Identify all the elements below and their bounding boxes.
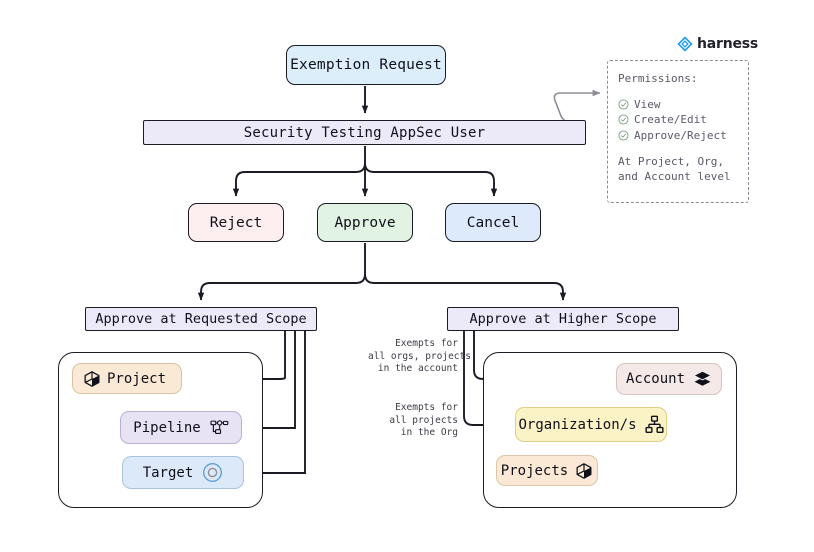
node-approve-at-higher-scope[interactable]: Approve at Higher Scope [447,307,679,331]
permission-item-create-edit: Create/Edit [618,112,740,128]
chip-target[interactable]: Target [122,456,244,489]
harness-diamond-icon [677,36,693,52]
chip-label: Pipeline [133,419,201,436]
chip-project[interactable]: Project [72,363,182,394]
permissions-title: Permissions: [618,72,698,85]
check-circle-icon [618,99,629,110]
cube-icon [575,462,593,480]
chip-label: Projects [500,462,569,479]
chip-projects[interactable]: Projects [496,455,598,486]
chip-account[interactable]: Account [616,363,722,395]
node-approve-at-requested-scope[interactable]: Approve at Requested Scope [85,307,317,331]
permissions-footer: At Project, Org, and Account level [618,154,740,184]
pipeline-icon [210,419,229,436]
brand-name: harness [697,36,759,52]
node-approve[interactable]: Approve [317,203,413,242]
node-reject[interactable]: Reject [188,203,284,242]
brand-logo: harness [677,36,758,52]
cube-icon [83,370,101,388]
permission-item-approve-reject: Approve/Reject [618,128,740,144]
target-icon [202,462,223,483]
chip-organizations[interactable]: Organization/s [515,407,667,442]
layers-icon [693,370,712,389]
check-circle-icon [618,114,629,125]
node-exemption-request[interactable]: Exemption Request [286,45,446,85]
node-cancel[interactable]: Cancel [445,203,541,242]
chip-label: Project [107,370,167,387]
check-circle-icon [618,130,629,141]
permissions-footer-line2: and Account level [618,170,731,183]
permissions-footer-line1: At Project, Org, [618,155,724,168]
node-appsec-user[interactable]: Security Testing AppSec User [143,120,586,145]
permission-label: View [634,97,661,111]
org-chart-icon [644,415,664,434]
annotation-org-exempts: Exempts for all projects in the Org [389,402,458,438]
annotation-account-exempts: Exempts for all orgs, projects in the ac… [368,338,471,374]
permission-item-view: View [618,97,740,113]
permission-label: Approve/Reject [634,128,727,142]
permissions-card: Permissions: View Create/Edit [607,60,749,203]
chip-label: Account [626,371,686,387]
chip-pipeline[interactable]: Pipeline [120,411,242,444]
chip-label: Target [142,464,194,481]
permission-label: Create/Edit [634,113,707,126]
chip-label: Organization/s [518,416,637,433]
